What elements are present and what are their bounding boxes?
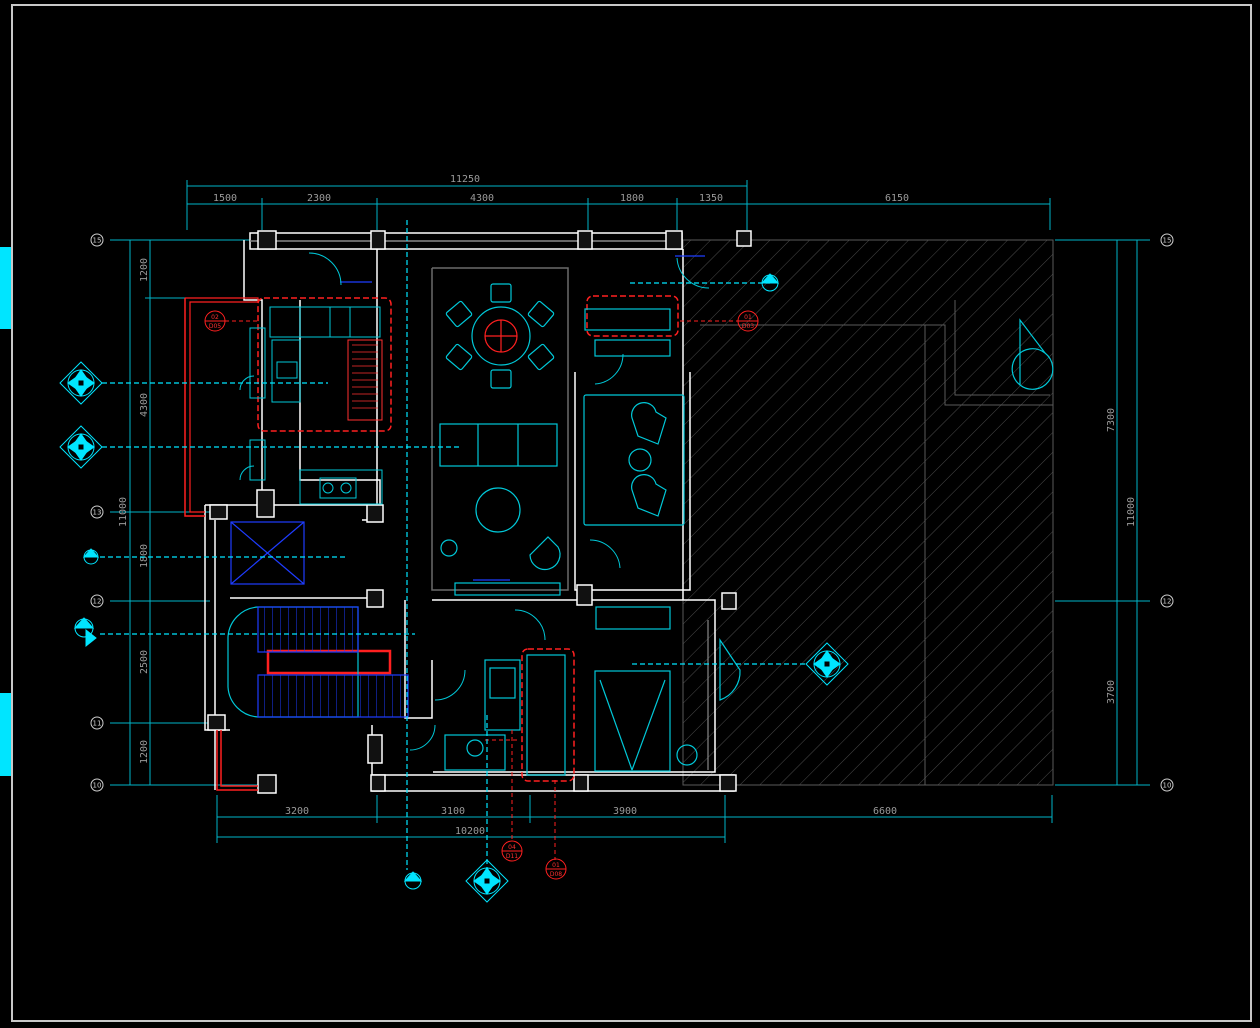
red-tag-02-bottom: D05 bbox=[209, 323, 221, 330]
grid-bubble-left-10[interactable] bbox=[90, 778, 104, 792]
grid-label-left-13: 13 bbox=[93, 509, 102, 517]
elevation-marker-icon[interactable] bbox=[59, 425, 103, 469]
dim-bottom-3: 3900 bbox=[613, 806, 637, 817]
section-marker-icon[interactable] bbox=[73, 617, 97, 648]
left-dimensions bbox=[110, 239, 260, 786]
door-swing-icon bbox=[239, 252, 710, 751]
bottom-dimensions bbox=[216, 795, 1053, 843]
grid-bubble-left-12[interactable] bbox=[90, 594, 104, 608]
dim-right-overall: 11000 bbox=[1126, 497, 1137, 527]
dim-left-1: 1200 bbox=[139, 258, 150, 282]
grid-label-left-12: 12 bbox=[93, 598, 102, 606]
dim-left-4: 2500 bbox=[139, 650, 150, 674]
dim-top-1: 1500 bbox=[213, 193, 237, 204]
grid-label-left-15: 15 bbox=[93, 237, 102, 245]
dim-top-5: 1350 bbox=[699, 193, 723, 204]
dim-bottom-1: 3200 bbox=[285, 806, 309, 817]
red-tag-01-a[interactable]: 01 D03 bbox=[737, 310, 759, 332]
red-tag-02[interactable]: 02 D05 bbox=[204, 310, 226, 332]
red-tag-01b-bottom: D08 bbox=[550, 871, 562, 878]
dim-bottom-2: 3100 bbox=[441, 806, 465, 817]
dim-right-2: 3700 bbox=[1106, 680, 1117, 704]
elevation-marker-icon[interactable] bbox=[59, 361, 103, 405]
kitchen-fixtures bbox=[249, 306, 383, 505]
right-dimensions bbox=[1055, 239, 1150, 786]
section-marker-icon[interactable] bbox=[760, 273, 780, 292]
dim-top-2: 2300 bbox=[307, 193, 331, 204]
grid-label-right-12: 12 bbox=[1163, 598, 1172, 606]
red-tag-01-bottom: D03 bbox=[742, 323, 754, 330]
grid-bubble-left-13[interactable] bbox=[90, 505, 104, 519]
dim-bottom-overall: 10200 bbox=[455, 826, 485, 837]
grid-label-right-15: 15 bbox=[1163, 237, 1172, 245]
dim-top-3: 4300 bbox=[470, 193, 494, 204]
elevation-marker-icon[interactable] bbox=[805, 642, 849, 686]
dim-top-4: 1800 bbox=[620, 193, 644, 204]
side-tab-lower[interactable] bbox=[0, 693, 11, 776]
drawing-frame bbox=[11, 4, 1252, 1022]
dim-left-overall: 11000 bbox=[118, 497, 129, 527]
grid-label-left-11: 11 bbox=[93, 720, 102, 728]
dim-left-3: 1800 bbox=[139, 544, 150, 568]
red-tag-01b-top: 01 bbox=[552, 862, 560, 869]
red-tag-04-bottom: D11 bbox=[506, 853, 518, 860]
stair-and-lift bbox=[227, 255, 705, 718]
elevation-marker-icon[interactable] bbox=[465, 859, 509, 903]
side-tab-upper[interactable] bbox=[0, 247, 11, 329]
dining-set bbox=[445, 283, 555, 389]
grid-bubble-left-15[interactable] bbox=[90, 233, 104, 247]
red-tag-01-top: 01 bbox=[744, 314, 752, 321]
dim-right-1: 7300 bbox=[1106, 408, 1117, 432]
dim-top-overall: 11250 bbox=[450, 174, 480, 185]
grid-bubble-left-11[interactable] bbox=[90, 716, 104, 730]
red-leaders bbox=[225, 320, 740, 860]
bedroom-fixtures bbox=[444, 318, 1054, 776]
dim-top-6: 6150 bbox=[885, 193, 909, 204]
living-furniture bbox=[439, 308, 685, 630]
top-dimensions bbox=[186, 180, 1051, 230]
grid-bubble-right-10[interactable] bbox=[1160, 778, 1174, 792]
red-tag-01-b[interactable]: 01 D08 bbox=[545, 858, 567, 880]
columns bbox=[207, 230, 752, 794]
grid-bubble-right-12[interactable] bbox=[1160, 594, 1174, 608]
red-tag-04-top: 04 bbox=[508, 844, 516, 851]
grid-label-right-10: 10 bbox=[1163, 782, 1172, 790]
red-tag-02-top: 02 bbox=[211, 314, 219, 321]
dim-bottom-4: 6600 bbox=[873, 806, 897, 817]
red-detail-outlines bbox=[184, 295, 679, 791]
elevation-leaders bbox=[100, 220, 808, 870]
section-marker-icon[interactable] bbox=[82, 548, 100, 565]
section-marker-icon[interactable] bbox=[403, 871, 423, 890]
grid-label-left-10: 10 bbox=[93, 782, 102, 790]
dim-left-2: 4300 bbox=[139, 393, 150, 417]
dim-left-5: 1200 bbox=[139, 740, 150, 764]
red-tag-04[interactable]: 04 D11 bbox=[501, 840, 523, 862]
grid-bubble-right-15[interactable] bbox=[1160, 233, 1174, 247]
